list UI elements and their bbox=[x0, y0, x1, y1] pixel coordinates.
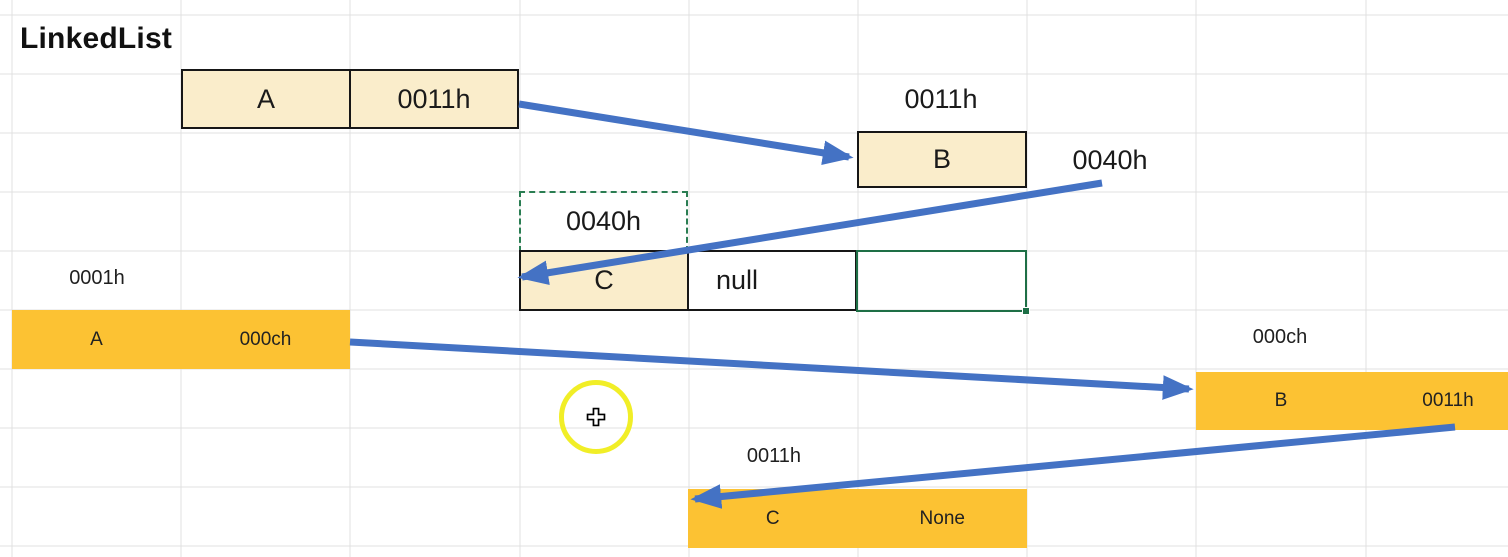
arrow-logical-a-to-b[interactable] bbox=[518, 100, 854, 166]
memory-node-b[interactable]: B 0011h bbox=[1196, 372, 1508, 430]
memory-node-a-next-cell[interactable]: 000ch bbox=[239, 328, 292, 350]
logical-node-a-value-cell[interactable]: A bbox=[256, 83, 275, 114]
memory-node-b-address-label: 000ch bbox=[1252, 326, 1308, 348]
logical-node-a[interactable]: A 0011h bbox=[181, 69, 519, 129]
page-title: LinkedList bbox=[20, 22, 173, 55]
logical-node-c[interactable]: C null bbox=[519, 250, 857, 311]
memory-node-a[interactable]: A 000ch bbox=[12, 310, 350, 369]
cursor-highlight-ring bbox=[559, 380, 633, 454]
memory-node-a-address-label: 0001h bbox=[69, 267, 125, 289]
logical-node-c-value-cell[interactable]: C bbox=[594, 265, 614, 295]
logical-node-a-next-cell[interactable]: 0011h bbox=[349, 71, 517, 127]
logical-node-b-address-label: 0011h bbox=[904, 84, 978, 114]
logical-node-b[interactable]: B bbox=[857, 131, 1027, 188]
memory-node-c-address-label: 0011h bbox=[746, 445, 802, 467]
memory-node-b-value-cell[interactable]: B bbox=[1274, 390, 1288, 411]
memory-node-c-value-cell[interactable]: C bbox=[765, 507, 780, 529]
selected-cell[interactable] bbox=[856, 250, 1030, 315]
logical-node-c-next-text: null bbox=[715, 265, 759, 295]
arrow-memory-a-to-b[interactable] bbox=[349, 338, 1194, 400]
cell-cursor-icon bbox=[586, 407, 606, 427]
memory-node-c-next-cell[interactable]: None bbox=[919, 507, 965, 529]
memory-node-a-value-cell[interactable]: A bbox=[90, 328, 103, 350]
pointer-value-dashed-box[interactable]: 0040h bbox=[519, 191, 688, 252]
logical-node-b-next-label: 0040h bbox=[1072, 145, 1148, 175]
fill-handle[interactable] bbox=[1022, 307, 1030, 315]
memory-node-c[interactable]: C None bbox=[688, 489, 1027, 548]
logical-node-c-next-cell[interactable]: null bbox=[687, 252, 855, 309]
memory-node-b-next-cell[interactable]: 0011h bbox=[1422, 390, 1474, 411]
